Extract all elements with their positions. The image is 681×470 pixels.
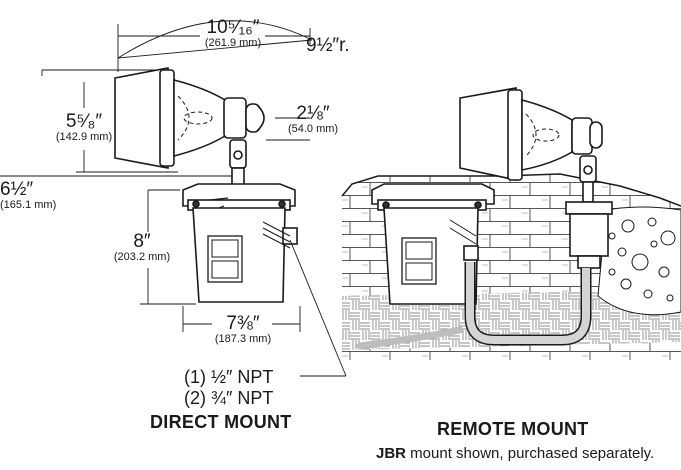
caption-remote-mount: REMOTE MOUNT <box>437 419 589 439</box>
dim-value: 10⁵⁄₁₆″ <box>206 17 260 38</box>
lamp-body <box>173 78 226 158</box>
caption-direct-mount: DIRECT MOUNT <box>150 412 292 432</box>
npt-line-1: (1) ½″ NPT <box>184 367 274 387</box>
dim-height-stem: 6½″ (165.1 mm) <box>0 180 58 211</box>
grey-conduit <box>356 326 464 350</box>
floodlight-hood <box>114 67 169 169</box>
dim-radius: 9½″r. <box>306 35 350 56</box>
dim-mm: (165.1 mm) <box>0 199 57 211</box>
dim-height-box: 8″ (203.2 mm) <box>104 232 180 263</box>
dim-depth-back: 2⅛″ (54.0 mm) <box>280 104 346 135</box>
jbr-note-text: mount shown, purchased separately. <box>406 445 655 462</box>
dim-mm: (142.9 mm) <box>55 131 113 143</box>
dim-mm: (187.3 mm) <box>214 333 272 345</box>
dim-width-box: 7⅜″ (187.3 mm) <box>208 314 278 345</box>
jbr-note: JBR mount shown, purchased separately. <box>376 445 654 462</box>
npt-line-2: (2) ¾″ NPT <box>184 388 274 408</box>
pedestal-box <box>569 213 609 257</box>
dim-mm: (261.9 mm) <box>204 37 262 49</box>
dim-value: 6½″ <box>0 179 34 200</box>
jbr-label: JBR <box>376 445 407 462</box>
dim-mm: (54.0 mm) <box>287 123 339 135</box>
dim-mm: (203.2 mm) <box>113 251 171 263</box>
dimension-lines <box>0 20 347 377</box>
dim-value: 8″ <box>133 231 151 252</box>
floodlight-bezel <box>159 69 175 167</box>
dim-value: 5⁵⁄₈″ <box>65 111 103 132</box>
remote-mount-drawing <box>356 87 613 350</box>
pedestal-cap <box>565 201 613 215</box>
dim-width-overall: 10⁵⁄₁₆″ (261.9 mm) <box>200 18 266 49</box>
dim-value: 7⅜″ <box>226 313 260 334</box>
dim-height-head: 5⁵⁄₈″ (142.9 mm) <box>54 112 114 143</box>
dim-value: 2⅛″ <box>296 103 330 124</box>
lamp-socket <box>223 97 247 139</box>
direct-mount-drawing <box>114 67 298 303</box>
